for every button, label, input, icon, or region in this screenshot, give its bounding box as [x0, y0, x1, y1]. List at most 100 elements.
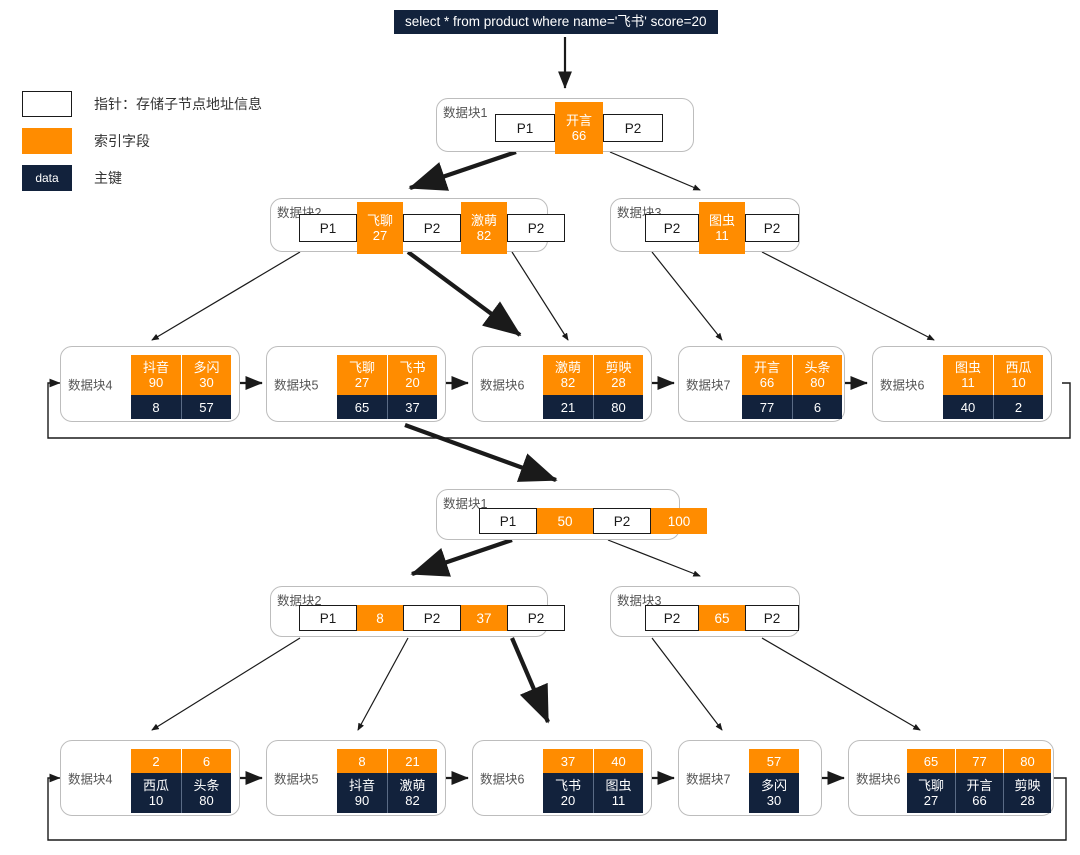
- legend-label-pointer: 指针：存储子节点地址信息: [94, 96, 262, 112]
- leaf-index-value: 20: [405, 375, 420, 390]
- leaf-entry[interactable]: 2 西瓜 10: [131, 749, 181, 813]
- leaf-entry[interactable]: 21 激萌 82: [387, 749, 437, 813]
- index-key-cell[interactable]: 图虫 11: [699, 202, 745, 254]
- leaf-entry[interactable]: 图虫 11 40: [943, 355, 993, 419]
- leaf-row-value: 11: [611, 793, 626, 808]
- index-key-name: 飞聊: [366, 213, 393, 228]
- index-key-cell[interactable]: 65: [699, 605, 745, 631]
- index-key-name: 开言: [565, 113, 592, 128]
- leaf-row-data-cell: 多闪 30: [749, 773, 799, 813]
- index-key-cell[interactable]: 开言 66: [555, 102, 603, 154]
- leaf-secondary-6b: 数据块6 图虫 11 40 西瓜 10 2: [872, 346, 1052, 422]
- node-label: 数据块5: [274, 772, 319, 787]
- node-label: 数据块5: [274, 378, 319, 393]
- leaf-primary-key-cell: 8: [131, 395, 181, 419]
- leaf-row-value: 66: [972, 793, 987, 808]
- leaf-row-name: 飞聊: [917, 778, 944, 793]
- pointer-cell[interactable]: P1: [299, 214, 357, 242]
- leaf-index-cell: 开言 66: [742, 355, 792, 395]
- leaf-entry[interactable]: 8 抖音 90: [337, 749, 387, 813]
- pointer-cell[interactable]: P2: [745, 214, 799, 242]
- index-key-name: 激萌: [470, 213, 497, 228]
- legend: 指针：存储子节点地址信息 索引字段 data 主键: [22, 90, 262, 201]
- leaf-primary-key-cell: 8: [337, 749, 387, 773]
- pointer-cell[interactable]: P2: [745, 605, 799, 631]
- leaf-row-name: 飞书: [554, 778, 581, 793]
- leaf-clustered-7: 数据块7 57 多闪 30: [678, 740, 822, 816]
- leaf-primary-key-cell: 37: [543, 749, 593, 773]
- leaf-clustered-5: 数据块5 8 抖音 90 21 激萌 82: [266, 740, 446, 816]
- node-label: 数据块4: [68, 378, 113, 393]
- leaf-row-name: 头条: [193, 778, 220, 793]
- leaf-index-cell: 西瓜 10: [993, 355, 1043, 395]
- leaf-index-value: 30: [199, 375, 214, 390]
- legend-item-pointer: 指针：存储子节点地址信息: [22, 90, 262, 118]
- leaf-row-name: 多闪: [760, 778, 787, 793]
- pointer-cell[interactable]: P2: [507, 605, 565, 631]
- node-secondary-root: 数据块1 P1 开言 66 P2: [436, 98, 694, 154]
- leaf-entry[interactable]: 37 飞书 20: [543, 749, 593, 813]
- leaf-entry[interactable]: 6 头条 80: [181, 749, 231, 813]
- leaf-index-cell: 剪映 28: [593, 355, 643, 395]
- leaf-index-name: 抖音: [142, 360, 169, 375]
- leaf-primary-key-cell: 6: [181, 749, 231, 773]
- leaf-primary-key-cell: 77: [955, 749, 1003, 773]
- leaf-row-data-cell: 西瓜 10: [131, 773, 181, 813]
- legend-item-primary-key: data 主键: [22, 164, 262, 192]
- index-key-cell[interactable]: 50: [537, 508, 593, 534]
- leaf-entry[interactable]: 抖音 90 8: [131, 355, 181, 419]
- leaf-entry[interactable]: 飞聊 27 65: [337, 355, 387, 419]
- leaf-primary-key-cell: 65: [337, 395, 387, 419]
- leaf-index-cell: 头条 80: [792, 355, 842, 395]
- index-key-cell[interactable]: 37: [461, 605, 507, 631]
- leaf-primary-key-cell: 80: [593, 395, 643, 419]
- leaf-index-cell: 激萌 82: [543, 355, 593, 395]
- leaf-primary-key-cell: 2: [993, 395, 1043, 419]
- leaf-entry[interactable]: 77 开言 66: [955, 749, 1003, 813]
- leaf-secondary-7: 数据块7 开言 66 77 头条 80 6: [678, 346, 845, 422]
- leaf-entry[interactable]: 西瓜 10 2: [993, 355, 1043, 419]
- pointer-cell[interactable]: P2: [645, 605, 699, 631]
- leaf-entry[interactable]: 65 飞聊 27: [907, 749, 955, 813]
- leaf-entry[interactable]: 飞书 20 37: [387, 355, 437, 419]
- pointer-cell[interactable]: P2: [403, 605, 461, 631]
- pointer-cell[interactable]: P2: [603, 114, 663, 142]
- leaf-entry[interactable]: 40 图虫 11: [593, 749, 643, 813]
- leaf-entry[interactable]: 激萌 82 21: [543, 355, 593, 419]
- index-key-value: 27: [372, 228, 388, 243]
- index-key-cell[interactable]: 激萌 82: [461, 202, 507, 254]
- leaf-entry[interactable]: 多闪 30 57: [181, 355, 231, 419]
- leaf-row-name: 激萌: [399, 778, 426, 793]
- pointer-cell[interactable]: P2: [593, 508, 651, 534]
- leaf-row-data-cell: 开言 66: [955, 773, 1003, 813]
- leaf-primary-key-cell: 57: [749, 749, 799, 773]
- leaf-row-value: 27: [923, 793, 939, 808]
- pointer-cell[interactable]: P1: [479, 508, 537, 534]
- node-label: 数据块7: [686, 378, 731, 393]
- index-key-cell[interactable]: 飞聊 27: [357, 202, 403, 254]
- leaf-entry[interactable]: 57 多闪 30: [749, 749, 799, 813]
- pointer-cell[interactable]: P2: [403, 214, 461, 242]
- pointer-cell[interactable]: P2: [645, 214, 699, 242]
- leaf-row-data-cell: 头条 80: [181, 773, 231, 813]
- pointer-cell[interactable]: P1: [495, 114, 555, 142]
- leaf-secondary-4: 数据块4 抖音 90 8 多闪 30 57: [60, 346, 240, 422]
- legend-item-index-field: 索引字段: [22, 127, 262, 155]
- index-key-cell[interactable]: 8: [357, 605, 403, 631]
- leaf-entry[interactable]: 开言 66 77: [742, 355, 792, 419]
- leaf-index-name: 飞聊: [348, 360, 375, 375]
- leaf-primary-key-cell: 40: [593, 749, 643, 773]
- leaf-entry[interactable]: 80 剪映 28: [1003, 749, 1051, 813]
- leaf-index-name: 西瓜: [1005, 360, 1032, 375]
- index-key-cell[interactable]: 100: [651, 508, 707, 534]
- pointer-cell[interactable]: P2: [507, 214, 565, 242]
- leaf-entry[interactable]: 头条 80 6: [792, 355, 842, 419]
- leaf-index-name: 图虫: [954, 360, 981, 375]
- pointer-cell[interactable]: P1: [299, 605, 357, 631]
- leaf-index-name: 头条: [804, 360, 831, 375]
- leaf-row-name: 抖音: [348, 778, 375, 793]
- leaf-primary-key-cell: 80: [1003, 749, 1051, 773]
- leaf-entry[interactable]: 剪映 28 80: [593, 355, 643, 419]
- leaf-primary-key-cell: 6: [792, 395, 842, 419]
